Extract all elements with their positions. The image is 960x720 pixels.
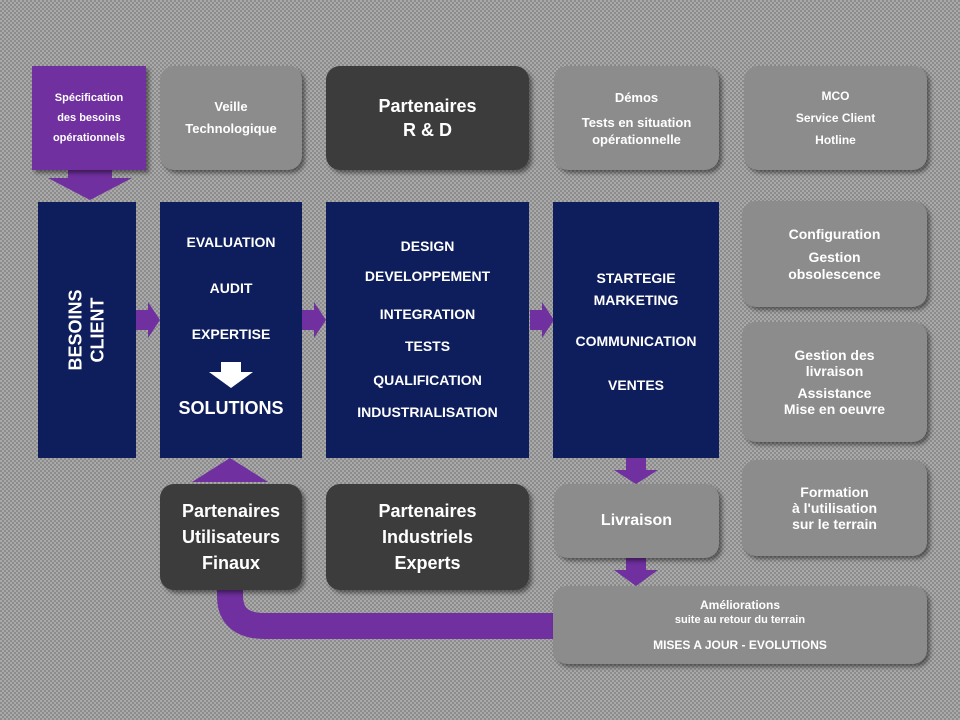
configuration-line-1: Configuration [788, 225, 881, 242]
design-box: DESIGN DEVELOPPEMENT INTEGRATION TESTS Q… [326, 202, 529, 458]
partenaires-rd-box: Partenaires R & D [326, 66, 529, 170]
industriels-line-2: Industriels [381, 527, 474, 547]
besoins-line-1: BESOINS [66, 289, 86, 371]
ameliorations-footer: MISES A JOUR - EVOLUTIONS [653, 637, 827, 652]
configuration-line-2: Gestion [808, 248, 861, 265]
demos-box: Démos Tests en situation opérationnelle [554, 66, 719, 170]
veille-line-2: Technologique [185, 121, 277, 136]
formation-line-3: sur le terrain [792, 516, 877, 532]
industrialisation-item: INDUSTRIALISATION [357, 404, 498, 420]
ameliorations-line-1: Améliorations [699, 597, 780, 612]
spec-besoins-box: Spécification des besoins opérationnels [32, 66, 146, 170]
arrow-besoins-to-evaluation [136, 302, 160, 338]
besoins-line-2: CLIENT [88, 297, 108, 363]
spec-down-arrow [48, 170, 132, 200]
gestion-livraison-box: Gestion des livraison Assistance Mise en… [742, 322, 927, 442]
ameliorations-line-2: suite au retour du terrain [674, 613, 806, 626]
livraison-box: Livraison [554, 484, 719, 558]
marketing-item: MARKETING [593, 292, 679, 308]
communication-item: COMMUNICATION [575, 333, 697, 349]
arrow-marketing-to-livraison [614, 458, 658, 484]
partenaires-utilisateurs-box: Partenaires Utilisateurs Finaux [160, 484, 302, 590]
evaluation-item: EVALUATION [186, 234, 276, 250]
demos-line-1: Tests en situation [581, 114, 692, 130]
arrow-design-to-marketing [530, 302, 554, 338]
industriels-line-1: Partenaires [378, 501, 477, 521]
besoins-client-label: BESOINS CLIENT [65, 289, 109, 370]
demos-line-2: opérationnelle [592, 131, 681, 147]
veille-line-1: Veille [214, 99, 248, 114]
industriels-line-3: Experts [394, 553, 461, 573]
marketing-box: STARTEGIE MARKETING COMMUNICATION VENTES [553, 202, 719, 458]
integration-item: INTEGRATION [379, 306, 476, 322]
feedback-loop-arrow [217, 588, 555, 639]
formation-line-2: à l'utilisation [791, 500, 877, 516]
ventes-item: VENTES [607, 377, 664, 393]
mco-line-1: MCO [821, 89, 850, 103]
partenaires-industriels-box: Partenaires Industriels Experts [326, 484, 529, 590]
demos-title: Démos [614, 89, 659, 105]
utilisateurs-line-1: Partenaires [181, 501, 281, 521]
strategie-item: STARTEGIE [596, 270, 676, 286]
utilisateurs-line-2: Utilisateurs [181, 527, 281, 547]
formation-box: Formation à l'utilisation sur le terrain [742, 460, 927, 556]
configuration-box: Configuration Gestion obsolescence [742, 201, 927, 307]
livraison-label: Livraison [600, 512, 673, 529]
utilisateurs-line-3: Finaux [201, 553, 260, 573]
gestion-line-1: Gestion des [794, 347, 875, 363]
solutions-label: SOLUTIONS [178, 398, 284, 418]
ameliorations-box: Améliorations suite au retour du terrain… [553, 586, 927, 664]
arrow-evaluation-to-design [302, 302, 326, 338]
spec-line-3: opérationnels [52, 132, 126, 144]
arrow-livraison-to-ameliorations [614, 558, 658, 586]
up-arrow-to-solutions [192, 458, 268, 482]
expertise-item: EXPERTISE [191, 326, 271, 342]
gestion-line-2: livraison [805, 363, 864, 379]
mco-box: MCO Service Client Hotline [744, 66, 927, 170]
qualification-item: QUALIFICATION [373, 372, 482, 388]
partenaires-rd-line-1: Partenaires [378, 96, 477, 116]
spec-line-1: Spécification [54, 92, 124, 104]
besoins-client-box: BESOINS CLIENT [38, 202, 136, 458]
gestion-line-4: Mise en oeuvre [783, 401, 886, 417]
mco-line-2: Service Client [795, 111, 876, 125]
partenaires-rd-line-2: R & D [403, 120, 452, 140]
configuration-line-3: obsolescence [788, 265, 881, 282]
design-item: DESIGN [400, 238, 455, 254]
gestion-line-3: Assistance [797, 385, 872, 401]
spec-line-2: des besoins [57, 112, 121, 124]
developpement-item: DEVELOPPEMENT [364, 268, 491, 284]
veille-box: Veille Technologique [160, 66, 302, 170]
evaluation-box: EVALUATION AUDIT EXPERTISE SOLUTIONS [160, 202, 302, 458]
audit-item: AUDIT [209, 280, 253, 296]
down-arrow-icon [209, 362, 253, 388]
mco-line-3: Hotline [815, 133, 856, 147]
tests-item: TESTS [404, 338, 451, 354]
formation-line-1: Formation [800, 484, 869, 500]
